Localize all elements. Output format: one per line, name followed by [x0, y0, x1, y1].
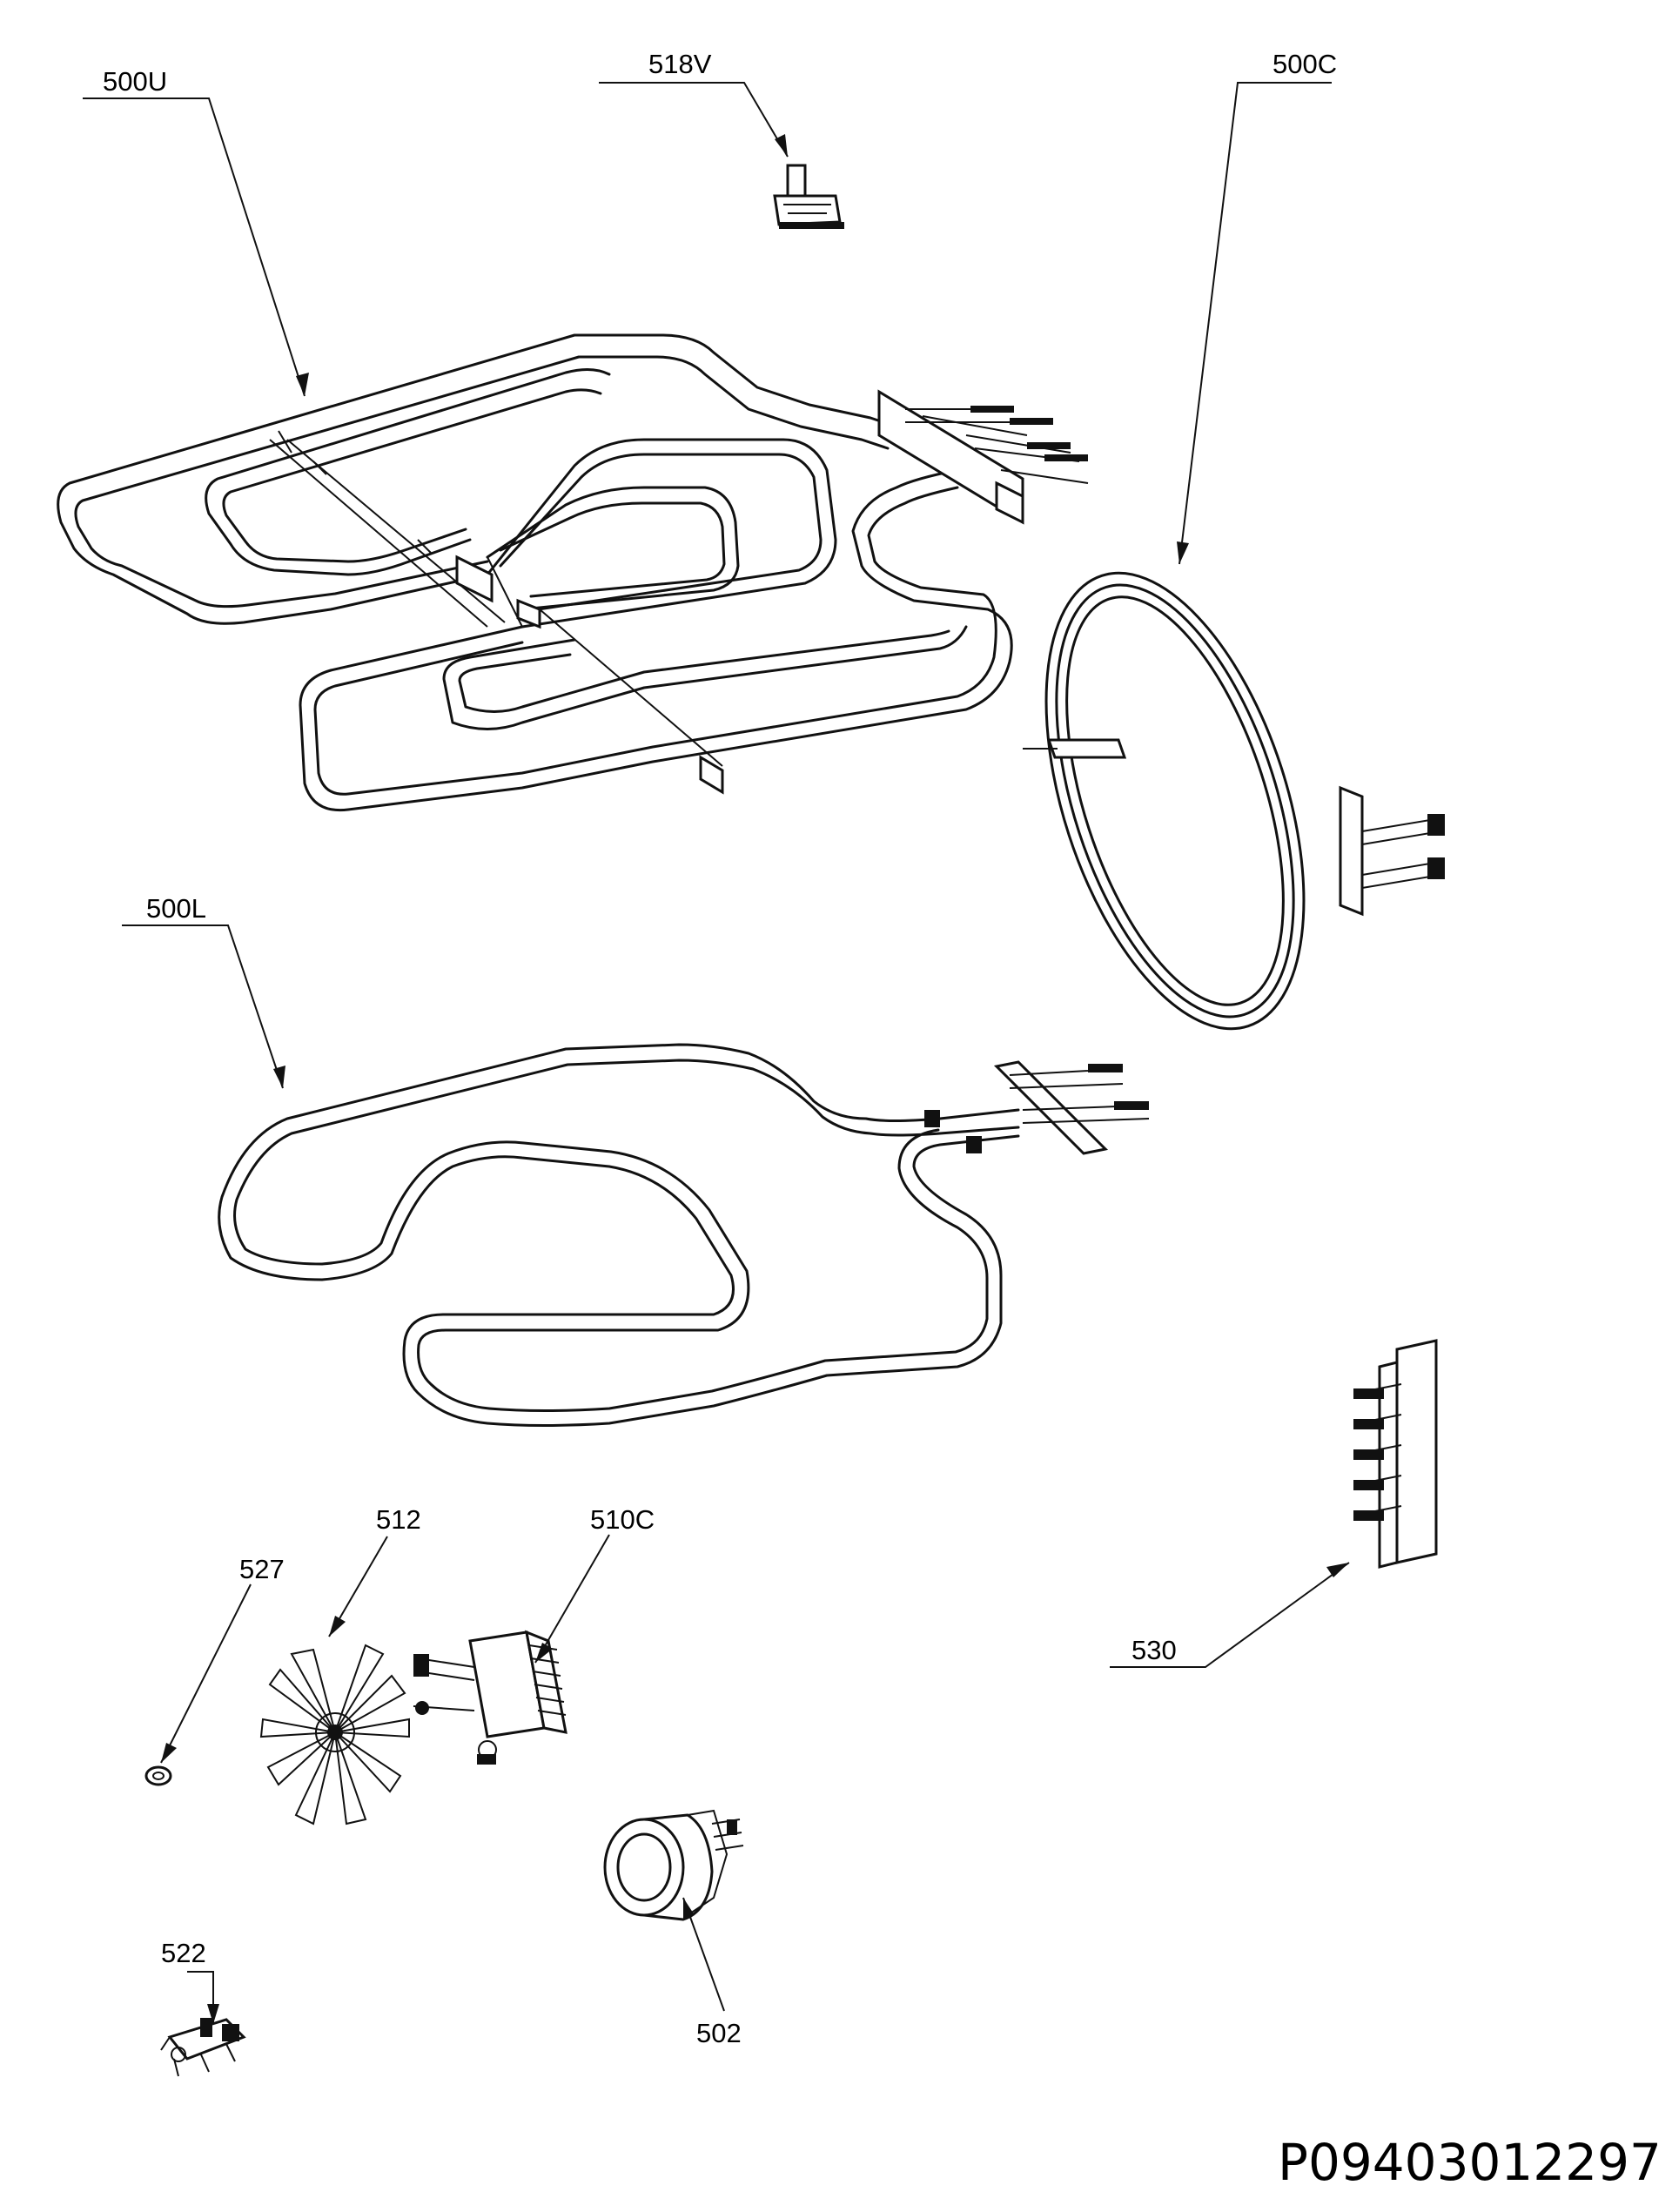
callout-leaders [83, 82, 1350, 2024]
leader-500l [122, 924, 284, 1089]
fan-motor-510c [413, 1630, 567, 1765]
fan-blade-512 [259, 1644, 410, 1825]
grill-element-500u [57, 333, 1089, 812]
leader-527 [160, 1583, 252, 1764]
door-switch-522 [160, 2018, 246, 2077]
oven-lamp-502 [603, 1809, 744, 1921]
callout-530: 530 [1131, 1635, 1177, 1665]
callout-518v: 518V [648, 49, 712, 79]
leader-518v [599, 82, 789, 158]
leader-522 [187, 1971, 214, 2024]
document-id: P09403012297 [1278, 2133, 1662, 2192]
callout-510c: 510C [590, 1504, 655, 1535]
nut-527 [144, 1765, 172, 1786]
terminal-block-530 [1353, 1339, 1438, 1569]
callout-527: 527 [239, 1554, 285, 1584]
leader-500u [83, 97, 306, 397]
callout-512: 512 [376, 1504, 421, 1535]
lower-element-500l [218, 1043, 1150, 1427]
leader-500c [1178, 82, 1332, 565]
callout-522: 522 [161, 1938, 206, 1968]
leader-530 [1110, 1562, 1350, 1668]
thermostat-518v [773, 164, 844, 229]
callout-500u: 500U [103, 66, 168, 97]
leader-510c [534, 1534, 610, 1664]
callout-502: 502 [696, 2018, 742, 2048]
circular-element-500c [1023, 571, 1445, 1031]
callout-500c: 500C [1272, 49, 1338, 79]
callout-500l: 500L [146, 893, 206, 924]
